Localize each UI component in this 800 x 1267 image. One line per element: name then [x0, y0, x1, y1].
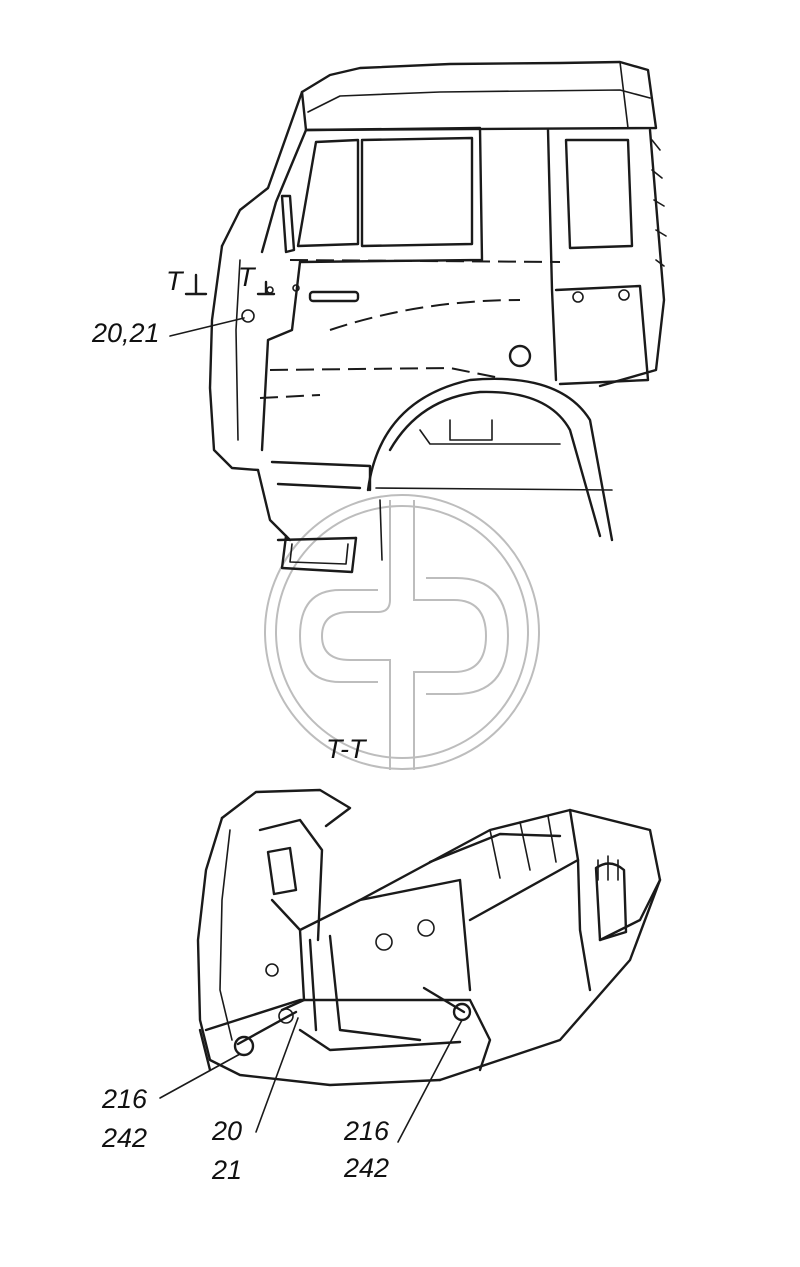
watermark-logo: [264, 494, 540, 770]
callout-cab-label: 20,21: [92, 318, 160, 348]
callout-bolt-right-bottom: 242: [344, 1153, 390, 1183]
callout-bolt-left-top: 216: [102, 1084, 148, 1114]
cab-view: [169, 60, 667, 574]
callout-bolt-right-top: 216: [344, 1116, 390, 1146]
callout-nut-top: 20: [212, 1116, 243, 1146]
section-marker-left: T: [166, 266, 183, 296]
section-marker-right: T: [238, 262, 255, 292]
section-detail-view: [159, 788, 662, 1143]
callout-bolt-left-bottom: 242: [102, 1123, 148, 1153]
callout-nut-bottom: 21: [212, 1155, 243, 1185]
section-title: T-T: [326, 734, 366, 764]
